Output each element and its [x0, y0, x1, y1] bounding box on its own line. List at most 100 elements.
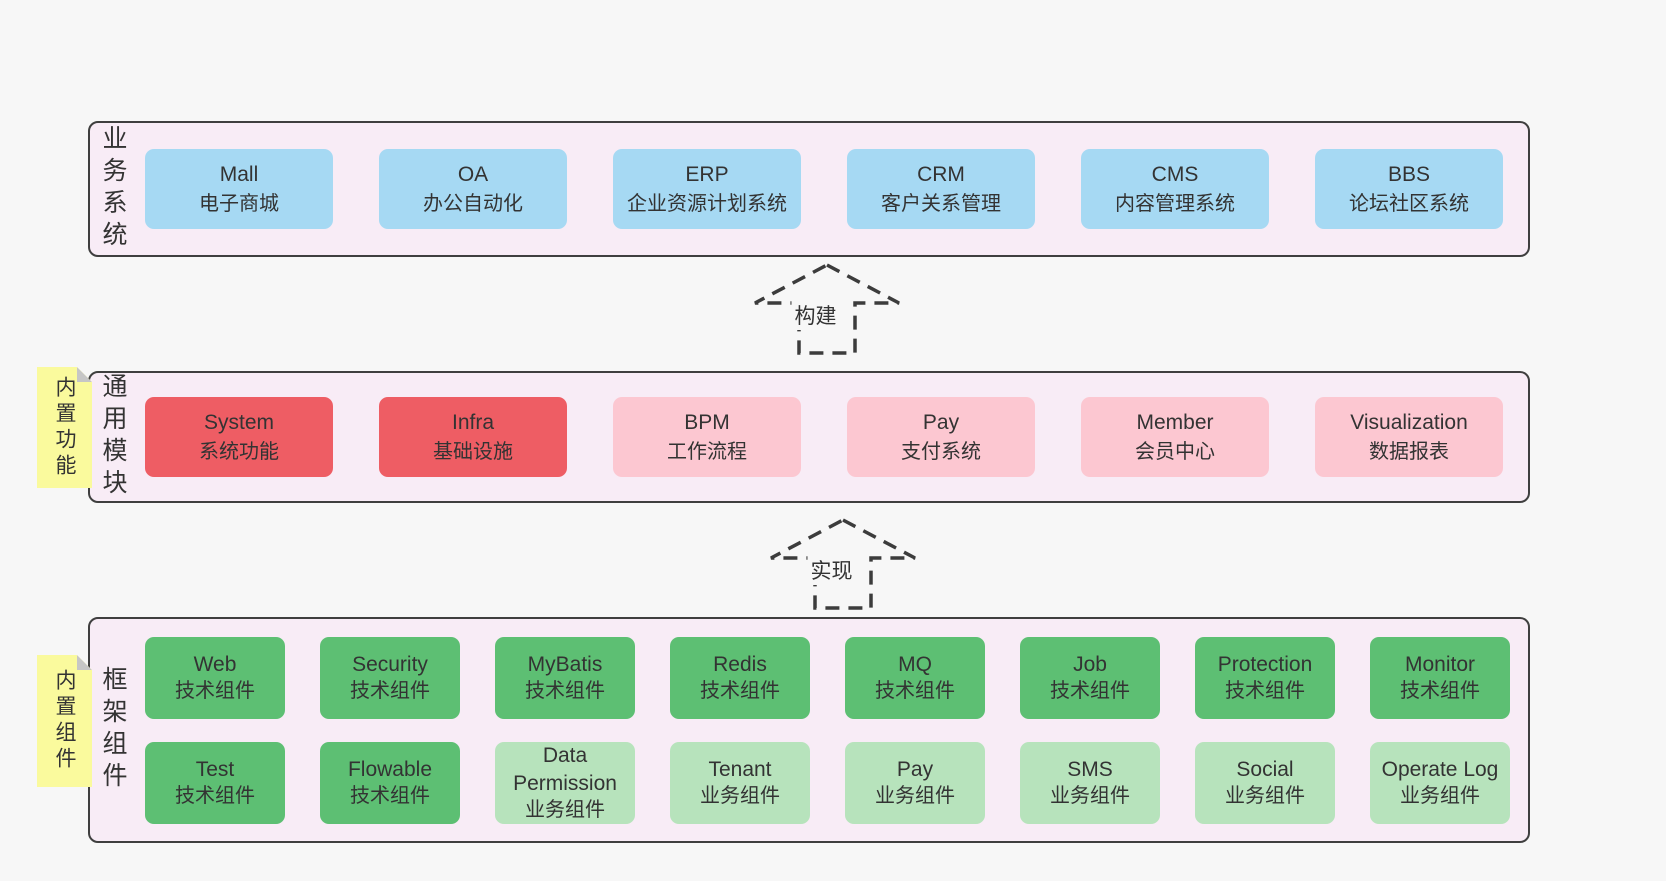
box-title: Pay: [896, 757, 934, 781]
module-box-social: Social 业务组件: [1195, 741, 1335, 824]
box-subtitle: 业务组件: [1400, 785, 1480, 808]
box-subtitle: 业务组件: [1050, 785, 1130, 808]
module-box-pay: Pay 业务组件: [845, 741, 985, 824]
module-box-web: Web 技术组件: [145, 636, 285, 719]
sticky-note-text: 内置组件: [53, 669, 76, 773]
box-subtitle: 业务组件: [1225, 785, 1305, 808]
box-title: OA: [457, 162, 489, 186]
sticky-note-text: 内置功能: [53, 375, 76, 480]
module-box-infra: Infra 基础设施: [379, 397, 567, 477]
box-title: CRM: [917, 162, 965, 186]
box-subtitle: 技术组件: [525, 680, 605, 703]
box-title: MyBatis: [527, 652, 603, 676]
box-subtitle: 技术组件: [175, 680, 255, 703]
implement-arrow: 实现: [768, 517, 918, 611]
box-subtitle: 技术组件: [875, 680, 955, 703]
module-box-bbs: BBS 论坛社区系统: [1315, 149, 1503, 229]
box-title: Member: [1136, 410, 1214, 434]
band-label-business: 业务系统: [99, 125, 127, 253]
module-box-tenant: Tenant 业务组件: [670, 741, 810, 824]
module-box-visualization: Visualization 数据报表: [1315, 397, 1503, 477]
module-box-mybatis: MyBatis 技术组件: [495, 636, 635, 719]
box-subtitle: 论坛社区系统: [1349, 192, 1469, 215]
box-subtitle: 企业资源计划系统: [627, 192, 787, 215]
box-subtitle: 业务组件: [700, 785, 780, 808]
box-subtitle: 技术组件: [175, 785, 255, 808]
box-subtitle: 业务组件: [875, 785, 955, 808]
box-title: Infra: [451, 410, 495, 434]
box-subtitle: 技术组件: [350, 785, 430, 808]
box-title: MQ: [898, 652, 932, 676]
box-title: Mall: [219, 162, 259, 186]
box-title: BPM: [684, 410, 730, 434]
module-box-pay: Pay 支付系统: [847, 397, 1035, 477]
module-box-protection: Protection 技术组件: [1195, 636, 1335, 719]
sticky-note-builtin-components: 内置组件: [37, 655, 92, 787]
box-title: SMS: [1067, 757, 1113, 781]
box-subtitle: 技术组件: [1050, 680, 1130, 703]
box-title: CMS: [1151, 162, 1199, 186]
box-subtitle: 业务组件: [525, 798, 605, 821]
box-subtitle: 技术组件: [700, 680, 780, 703]
module-box-crm: CRM 客户关系管理: [847, 149, 1035, 229]
box-title: Web: [193, 652, 237, 676]
module-box-mall: Mall 电子商城: [145, 149, 333, 229]
module-box-security: Security 技术组件: [320, 636, 460, 719]
box-title: Redis: [713, 652, 767, 676]
box-title: Social: [1236, 757, 1294, 781]
box-subtitle: 支付系统: [901, 440, 981, 463]
module-box-member: Member 会员中心: [1081, 397, 1269, 477]
module-box-cms: CMS 内容管理系统: [1081, 149, 1269, 229]
box-title: Monitor: [1404, 652, 1476, 676]
box-subtitle: 数据报表: [1369, 440, 1449, 463]
box-title: Tenant: [708, 757, 772, 781]
box-title: Job: [1073, 652, 1107, 676]
box-title: Pay: [922, 410, 960, 434]
box-subtitle: 技术组件: [350, 680, 430, 703]
box-subtitle: 客户关系管理: [881, 192, 1001, 215]
module-box-job: Job 技术组件: [1020, 636, 1160, 719]
band-label-components: 框架组件: [99, 666, 127, 794]
box-title: Data Permission: [513, 744, 617, 795]
module-box-test: Test 技术组件: [145, 741, 285, 824]
box-title: Test: [195, 757, 235, 781]
module-box-sms: SMS 业务组件: [1020, 741, 1160, 824]
box-subtitle: 技术组件: [1225, 680, 1305, 703]
box-title: System: [203, 410, 274, 434]
box-title: Visualization: [1350, 410, 1468, 434]
build-arrow-label: 构建: [791, 300, 840, 330]
box-subtitle: 电子商城: [199, 192, 279, 215]
module-box-redis: Redis 技术组件: [670, 636, 810, 719]
module-box-bpm: BPM 工作流程: [613, 397, 801, 477]
band-label-modules: 通用模块: [99, 373, 127, 501]
box-title: Security: [352, 652, 428, 676]
box-subtitle: 会员中心: [1135, 440, 1215, 463]
box-title: Protection: [1217, 652, 1313, 676]
box-subtitle: 工作流程: [667, 440, 747, 463]
box-title: Flowable: [347, 757, 433, 781]
box-title: BBS: [1387, 162, 1431, 186]
box-subtitle: 内容管理系统: [1115, 192, 1235, 215]
module-box-data-permission: Data Permission 业务组件: [495, 741, 635, 824]
build-arrow: 构建: [752, 262, 902, 356]
sticky-note-builtin-features: 内置功能: [37, 367, 92, 488]
module-box-flowable: Flowable 技术组件: [320, 741, 460, 824]
box-subtitle: 基础设施: [433, 440, 513, 463]
module-box-mq: MQ 技术组件: [845, 636, 985, 719]
